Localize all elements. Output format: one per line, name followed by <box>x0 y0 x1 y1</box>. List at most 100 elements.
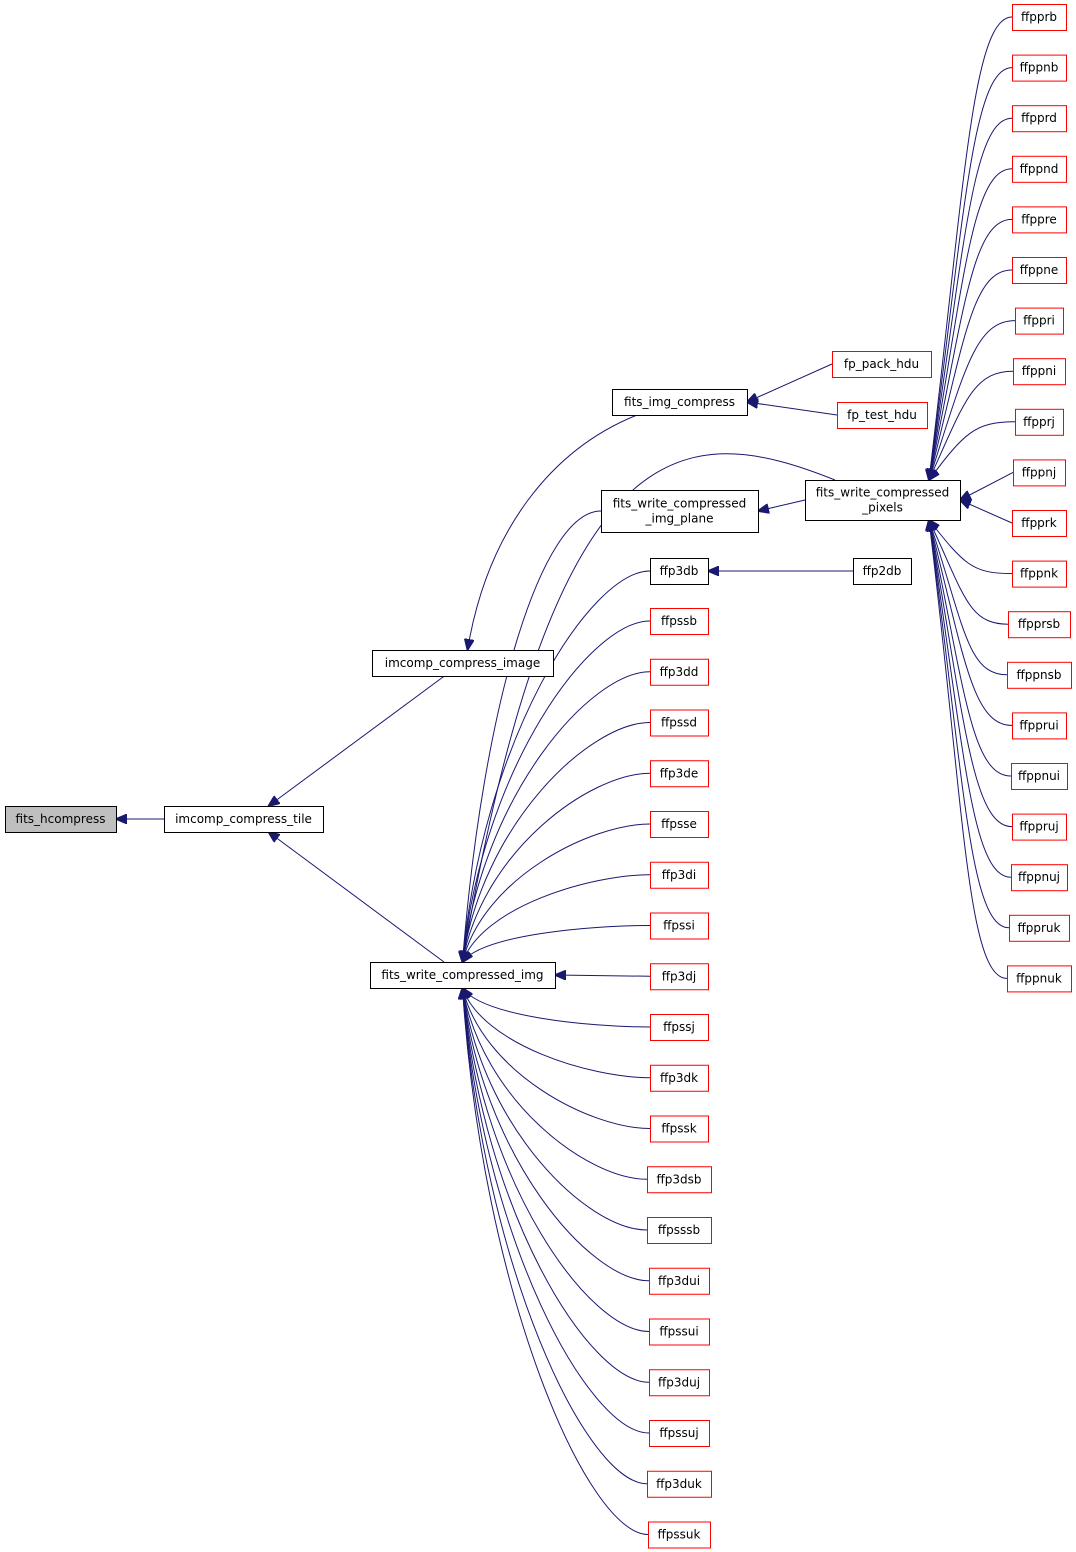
node-ffpssj[interactable]: ffpssj <box>650 1014 709 1041</box>
node-fits_write_compressed_img[interactable]: fits_write_compressed_img <box>370 962 556 989</box>
node-box-imcomp_compress_image[interactable] <box>372 650 554 677</box>
node-ffppnuk[interactable]: ffppnuk <box>1007 965 1072 993</box>
node-box-ffppruk[interactable] <box>1009 914 1070 942</box>
node-ffppnd[interactable]: ffppnd <box>1012 155 1067 183</box>
node-ffp3dsb[interactable]: ffp3dsb <box>647 1166 712 1194</box>
node-box-ffp3dsb[interactable] <box>647 1166 712 1194</box>
node-box-ffpssuj[interactable] <box>649 1420 710 1447</box>
node-fits_hcompress[interactable]: fits_hcompress <box>5 806 117 833</box>
node-fits_write_compressed_pixels[interactable]: fits_write_compressed_pixels <box>805 480 961 521</box>
node-box-fits_write_compressed_img_plane[interactable] <box>601 490 759 533</box>
node-box-ffp3duk[interactable] <box>647 1470 712 1498</box>
node-ffppnj[interactable]: ffppnj <box>1013 459 1066 487</box>
node-box-ffpssk[interactable] <box>650 1115 709 1143</box>
node-ffpsse[interactable]: ffpsse <box>650 811 709 838</box>
node-ffppnsb[interactable]: ffppnsb <box>1007 661 1072 689</box>
node-box-ffp3dd[interactable] <box>650 658 709 686</box>
node-box-ffp3di[interactable] <box>650 861 709 889</box>
node-ffp3duj[interactable]: ffp3duj <box>649 1369 710 1397</box>
node-ffpssi[interactable]: ffpssi <box>650 912 709 940</box>
node-imcomp_compress_tile[interactable]: imcomp_compress_tile <box>164 806 324 833</box>
node-ffppruk[interactable]: ffppruk <box>1009 914 1070 942</box>
node-ffpssk[interactable]: ffpssk <box>650 1115 709 1143</box>
node-ffpsssb[interactable]: ffpsssb <box>647 1217 712 1244</box>
node-box-ffppnj[interactable] <box>1013 459 1066 487</box>
node-box-ffppruj[interactable] <box>1012 813 1067 841</box>
node-box-fp_test_hdu[interactable] <box>837 402 928 429</box>
node-ffp3de[interactable]: ffp3de <box>650 760 709 788</box>
node-ffpssuj[interactable]: ffpssuj <box>649 1420 710 1447</box>
node-box-fits_write_compressed_img[interactable] <box>370 962 556 989</box>
node-box-ffpsssb[interactable] <box>647 1217 712 1244</box>
node-box-ffppnuj[interactable] <box>1011 864 1068 892</box>
node-box-imcomp_compress_tile[interactable] <box>164 806 324 833</box>
node-ffpssd[interactable]: ffpssd <box>650 709 709 737</box>
node-box-fits_hcompress[interactable] <box>5 806 117 833</box>
node-box-ffp3dj[interactable] <box>650 963 709 991</box>
node-ffp3dd[interactable]: ffp3dd <box>650 658 709 686</box>
node-ffp3dj[interactable]: ffp3dj <box>650 963 709 991</box>
node-box-ffppri[interactable] <box>1015 307 1064 335</box>
node-ffpprui[interactable]: ffpprui <box>1012 712 1067 740</box>
node-ffpprb[interactable]: ffpprb <box>1012 4 1067 31</box>
node-ffppruj[interactable]: ffppruj <box>1012 813 1067 841</box>
node-box-fits_img_compress[interactable] <box>612 389 748 416</box>
node-box-ffpprsb[interactable] <box>1008 611 1071 639</box>
node-box-ffppnsb[interactable] <box>1007 661 1072 689</box>
node-ffpprsb[interactable]: ffpprsb <box>1008 611 1071 639</box>
node-imcomp_compress_image[interactable]: imcomp_compress_image <box>372 650 554 677</box>
node-ffppre[interactable]: ffppre <box>1012 206 1067 234</box>
node-box-ffpsse[interactable] <box>650 811 709 838</box>
node-box-ffp3dk[interactable] <box>650 1064 709 1092</box>
node-box-ffp3db[interactable] <box>650 558 709 585</box>
node-ffp3dk[interactable]: ffp3dk <box>650 1064 709 1092</box>
node-box-ffppnd[interactable] <box>1012 155 1067 183</box>
node-ffppnk[interactable]: ffppnk <box>1012 560 1067 588</box>
node-box-ffppnb[interactable] <box>1012 54 1067 82</box>
node-box-ffpssui[interactable] <box>649 1318 710 1346</box>
node-ffpssb[interactable]: ffpssb <box>650 608 709 635</box>
node-ffp2db[interactable]: ffp2db <box>853 558 912 585</box>
node-ffppnb[interactable]: ffppnb <box>1012 54 1067 82</box>
node-fits_write_compressed_img_plane[interactable]: fits_write_compressed_img_plane <box>601 490 759 533</box>
node-box-ffppnuk[interactable] <box>1007 965 1072 993</box>
node-box-ffpssj[interactable] <box>650 1014 709 1041</box>
node-box-ffpssd[interactable] <box>650 709 709 737</box>
node-box-fits_write_compressed_pixels[interactable] <box>805 480 961 521</box>
node-ffppni[interactable]: ffppni <box>1013 358 1066 386</box>
node-box-ffpprb[interactable] <box>1012 4 1067 31</box>
node-ffpssui[interactable]: ffpssui <box>649 1318 710 1346</box>
node-box-ffpssi[interactable] <box>650 912 709 940</box>
node-box-ffpssuk[interactable] <box>648 1521 711 1549</box>
node-ffpprk[interactable]: ffpprk <box>1012 510 1067 537</box>
node-ffppnui[interactable]: ffppnui <box>1011 763 1068 790</box>
node-fp_test_hdu[interactable]: fp_test_hdu <box>837 402 928 429</box>
node-ffppnuj[interactable]: ffppnuj <box>1011 864 1068 892</box>
node-box-ffpprd[interactable] <box>1012 105 1067 133</box>
node-box-ffppni[interactable] <box>1013 358 1066 386</box>
node-ffp3dui[interactable]: ffp3dui <box>649 1267 710 1295</box>
node-ffp3di[interactable]: ffp3di <box>650 861 709 889</box>
node-box-ffp2db[interactable] <box>853 558 912 585</box>
node-box-ffpprj[interactable] <box>1015 408 1064 436</box>
node-ffpprj[interactable]: ffpprj <box>1015 408 1064 436</box>
node-fits_img_compress[interactable]: fits_img_compress <box>612 389 748 416</box>
node-box-fp_pack_hdu[interactable] <box>832 351 932 378</box>
node-box-ffppnk[interactable] <box>1012 560 1067 588</box>
node-box-ffpprk[interactable] <box>1012 510 1067 537</box>
node-ffp3db[interactable]: ffp3db <box>650 558 709 585</box>
node-ffppne[interactable]: ffppne <box>1012 257 1067 284</box>
node-fp_pack_hdu[interactable]: fp_pack_hdu <box>832 351 932 378</box>
node-ffp3duk[interactable]: ffp3duk <box>647 1470 712 1498</box>
node-box-ffpprui[interactable] <box>1012 712 1067 740</box>
node-ffpprd[interactable]: ffpprd <box>1012 105 1067 133</box>
node-box-ffp3dui[interactable] <box>649 1267 710 1295</box>
node-ffpssuk[interactable]: ffpssuk <box>648 1521 711 1549</box>
node-box-ffp3de[interactable] <box>650 760 709 788</box>
node-ffppri[interactable]: ffppri <box>1015 307 1064 335</box>
node-box-ffpssb[interactable] <box>650 608 709 635</box>
node-box-ffppne[interactable] <box>1012 257 1067 284</box>
node-box-ffppnui[interactable] <box>1011 763 1068 790</box>
node-box-ffppre[interactable] <box>1012 206 1067 234</box>
node-box-ffp3duj[interactable] <box>649 1369 710 1397</box>
